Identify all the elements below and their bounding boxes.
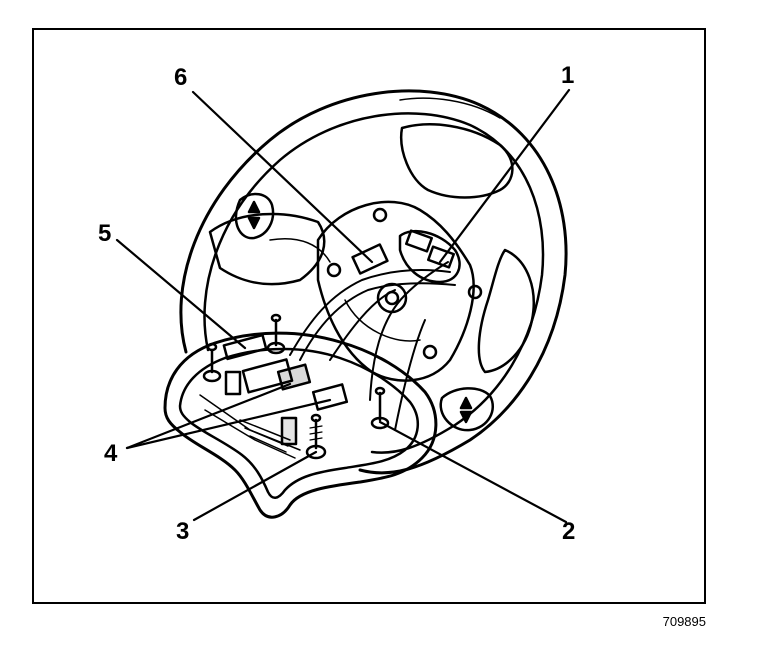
- callout-1: 1: [561, 62, 575, 89]
- wheel-opening: [477, 248, 535, 374]
- wiring-harness: [289, 261, 456, 431]
- module-bolt: [305, 413, 327, 460]
- leader-line-4b: [125, 398, 332, 450]
- inflatable-restraint-module: [163, 331, 438, 519]
- leader-line-3: [192, 450, 318, 522]
- steering-hub: [316, 200, 475, 382]
- module-coil-connector: [222, 333, 268, 361]
- callout-4: 4: [104, 440, 118, 467]
- wheel-opening: [399, 123, 514, 199]
- module-clip: [224, 370, 242, 396]
- leader-lines: [115, 88, 571, 524]
- control-switch-button: [439, 387, 495, 432]
- module-stud: [266, 313, 286, 355]
- steering-wheel-rim: [179, 89, 568, 475]
- callout-5: 5: [98, 220, 112, 247]
- leader-line-5: [115, 238, 247, 350]
- module-stud: [370, 386, 390, 430]
- callout-3: 3: [176, 518, 190, 545]
- callout-6: 6: [174, 64, 188, 91]
- leader-line-1: [438, 88, 571, 264]
- figure-frame: [32, 28, 706, 604]
- control-switch-button: [234, 192, 275, 240]
- callout-2: 2: [562, 518, 576, 545]
- wheel-spoke: [208, 212, 326, 286]
- module-stud: [202, 342, 222, 383]
- connector-position-assurance: [351, 243, 389, 275]
- leader-line-6: [191, 90, 374, 264]
- leader-line-4a: [125, 382, 292, 450]
- leader-line-2: [378, 420, 568, 524]
- figure-id: 709895: [662, 614, 706, 629]
